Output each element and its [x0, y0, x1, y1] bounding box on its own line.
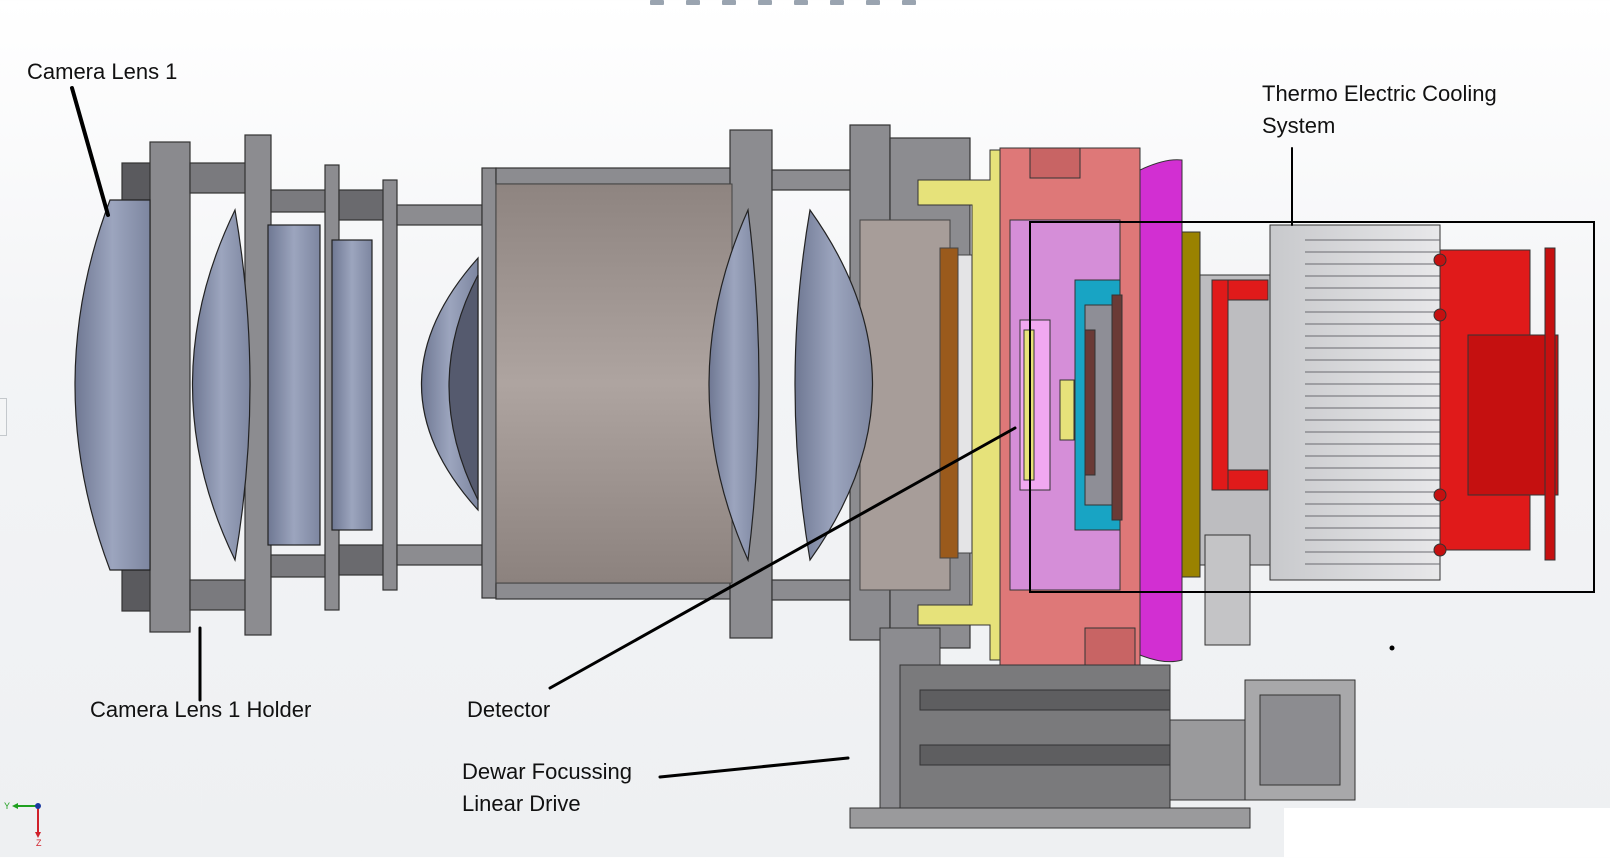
toolbar-button[interactable] — [722, 0, 736, 5]
y-axis-label: Y — [4, 801, 11, 811]
label-camera-lens-1-holder: Camera Lens 1 Holder — [90, 697, 312, 722]
toolbar-button[interactable] — [650, 0, 664, 5]
label-dewar-line1: Dewar Focussing — [462, 759, 632, 784]
window-spacer — [939, 247, 959, 559]
toolbar-button[interactable] — [830, 0, 844, 5]
toolbar-button[interactable] — [794, 0, 808, 5]
cooling-system — [1199, 224, 1559, 646]
toolbar-button[interactable] — [902, 0, 916, 5]
leader-lines — [70, 86, 1293, 779]
z-axis-label: Z — [36, 838, 42, 848]
cold-finger-plate — [1181, 231, 1201, 578]
label-thermo-cooling-line2: System — [1262, 113, 1336, 138]
label-thermo-cooling-line1: Thermo Electric Cooling — [1262, 81, 1497, 106]
toolbar-button[interactable] — [686, 0, 700, 5]
stray-dot — [1389, 645, 1395, 651]
label-dewar-line2: Linear Drive — [462, 791, 581, 816]
lens-element-4 — [331, 239, 373, 531]
linear-stage-body — [899, 664, 1171, 811]
label-detector: Detector — [467, 697, 551, 722]
lens-element-7 — [794, 208, 873, 562]
cooling-system-highlight-box — [1029, 221, 1595, 593]
toolbar-button[interactable] — [866, 0, 880, 5]
leader-linear-drive — [658, 756, 850, 779]
magenta-ring — [1139, 159, 1183, 663]
yellow-flange — [917, 149, 1001, 661]
leader-camera-lens-1 — [70, 86, 110, 217]
lens-element-2 — [191, 208, 251, 562]
label-thermo-cooling: Thermo Electric Cooling System — [1262, 78, 1497, 142]
dewar-window — [957, 254, 973, 554]
toolbar-button[interactable] — [758, 0, 772, 5]
rear-barrel — [859, 219, 951, 591]
lens-element-3 — [267, 224, 321, 546]
label-camera-lens-1: Camera Lens 1 — [27, 59, 178, 84]
view-toolbar — [650, 0, 970, 6]
axis-triad: Y Z — [4, 796, 50, 848]
label-dewar-linear-drive: Dewar Focussing Linear Drive — [462, 756, 632, 820]
linear-drive — [849, 627, 1356, 829]
heat-sink-fins — [1305, 239, 1440, 565]
lens-barrel — [495, 183, 733, 584]
side-panel-handle[interactable] — [0, 398, 7, 436]
lens-elements — [74, 199, 873, 571]
lens-element-6 — [708, 207, 760, 563]
blank-area — [1284, 808, 1610, 857]
leader-detector — [548, 426, 1017, 690]
heat-sink — [1269, 224, 1441, 581]
camera-lens-1 — [74, 199, 151, 571]
lens-element-5-core — [448, 274, 479, 501]
